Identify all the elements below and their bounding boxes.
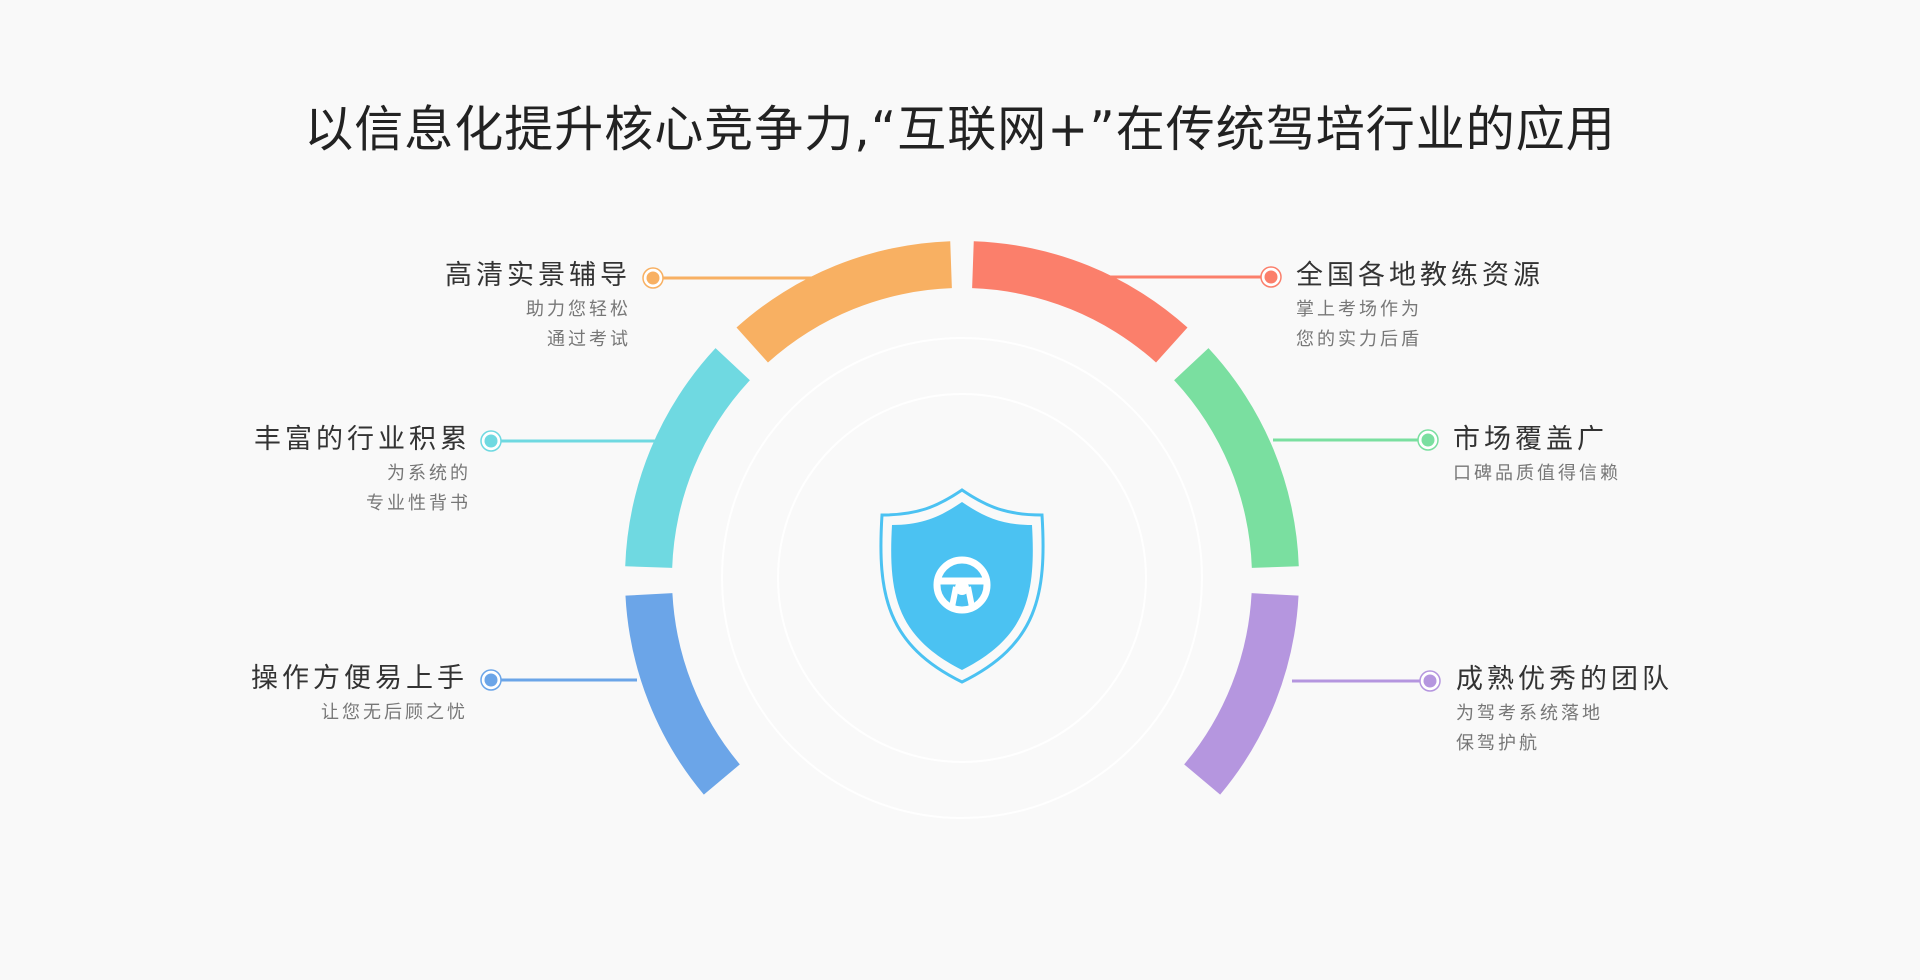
feature-desc: 为系统的 bbox=[387, 463, 471, 484]
feature-title: 操作方便易上手 bbox=[251, 663, 468, 694]
feature-blue: 操作方便易上手 让您无后顾之忧 bbox=[104, 662, 465, 728]
inner-guide-ring bbox=[777, 393, 1147, 763]
ring-segment-blue bbox=[625, 593, 740, 795]
feature-title: 丰富的行业积累 bbox=[254, 424, 471, 455]
feature-desc: 为驾考系统落地 bbox=[1456, 703, 1603, 724]
feature-desc: 您的实力后盾 bbox=[1296, 329, 1422, 350]
ring-segment-cyan bbox=[625, 348, 750, 568]
dot-center-purple bbox=[1423, 674, 1437, 688]
dot-center-red bbox=[1264, 270, 1278, 284]
feature-desc: 保驾护航 bbox=[1456, 733, 1540, 754]
feature-title: 市场覆盖广 bbox=[1453, 424, 1608, 455]
feature-title: 全国各地教练资源 bbox=[1296, 260, 1544, 291]
ring-segment-green bbox=[1174, 348, 1299, 568]
feature-title: 高清实景辅导 bbox=[445, 260, 631, 291]
feature-red: 全国各地教练资源 掌上考场作为 您的实力后盾 bbox=[1296, 259, 1656, 355]
ring-segment-purple bbox=[1184, 593, 1299, 795]
dot-center-cyan bbox=[484, 434, 498, 448]
ring-segment-red bbox=[972, 241, 1188, 363]
page-title: 以信息化提升核心竞争力,“互联网+”在传统驾培行业的应用 bbox=[304, 101, 1616, 158]
feature-title: 成熟优秀的团队 bbox=[1456, 664, 1673, 695]
dot-center-blue bbox=[484, 673, 498, 687]
dot-center-green bbox=[1421, 433, 1435, 447]
feature-green: 市场覆盖广 口碑品质值得信赖 bbox=[1453, 423, 1813, 489]
feature-cyan: 丰富的行业积累 为系统的 专业性背书 bbox=[107, 423, 468, 519]
shield-steering-wheel-icon bbox=[879, 488, 1045, 684]
feature-desc: 口碑品质值得信赖 bbox=[1453, 463, 1621, 484]
outer-guide-ring bbox=[721, 337, 1203, 819]
feature-desc: 让您无后顾之忧 bbox=[321, 702, 468, 723]
feature-orange: 高清实景辅导 助力您轻松 通过考试 bbox=[267, 259, 628, 355]
ring-segment-orange bbox=[736, 241, 952, 363]
feature-desc: 助力您轻松 bbox=[526, 299, 631, 320]
feature-purple: 成熟优秀的团队 为驾考系统落地 保驾护航 bbox=[1456, 663, 1816, 759]
feature-desc: 通过考试 bbox=[547, 329, 631, 350]
feature-desc: 专业性背书 bbox=[366, 493, 471, 514]
feature-desc: 掌上考场作为 bbox=[1296, 299, 1422, 320]
dot-center-orange bbox=[646, 271, 660, 285]
